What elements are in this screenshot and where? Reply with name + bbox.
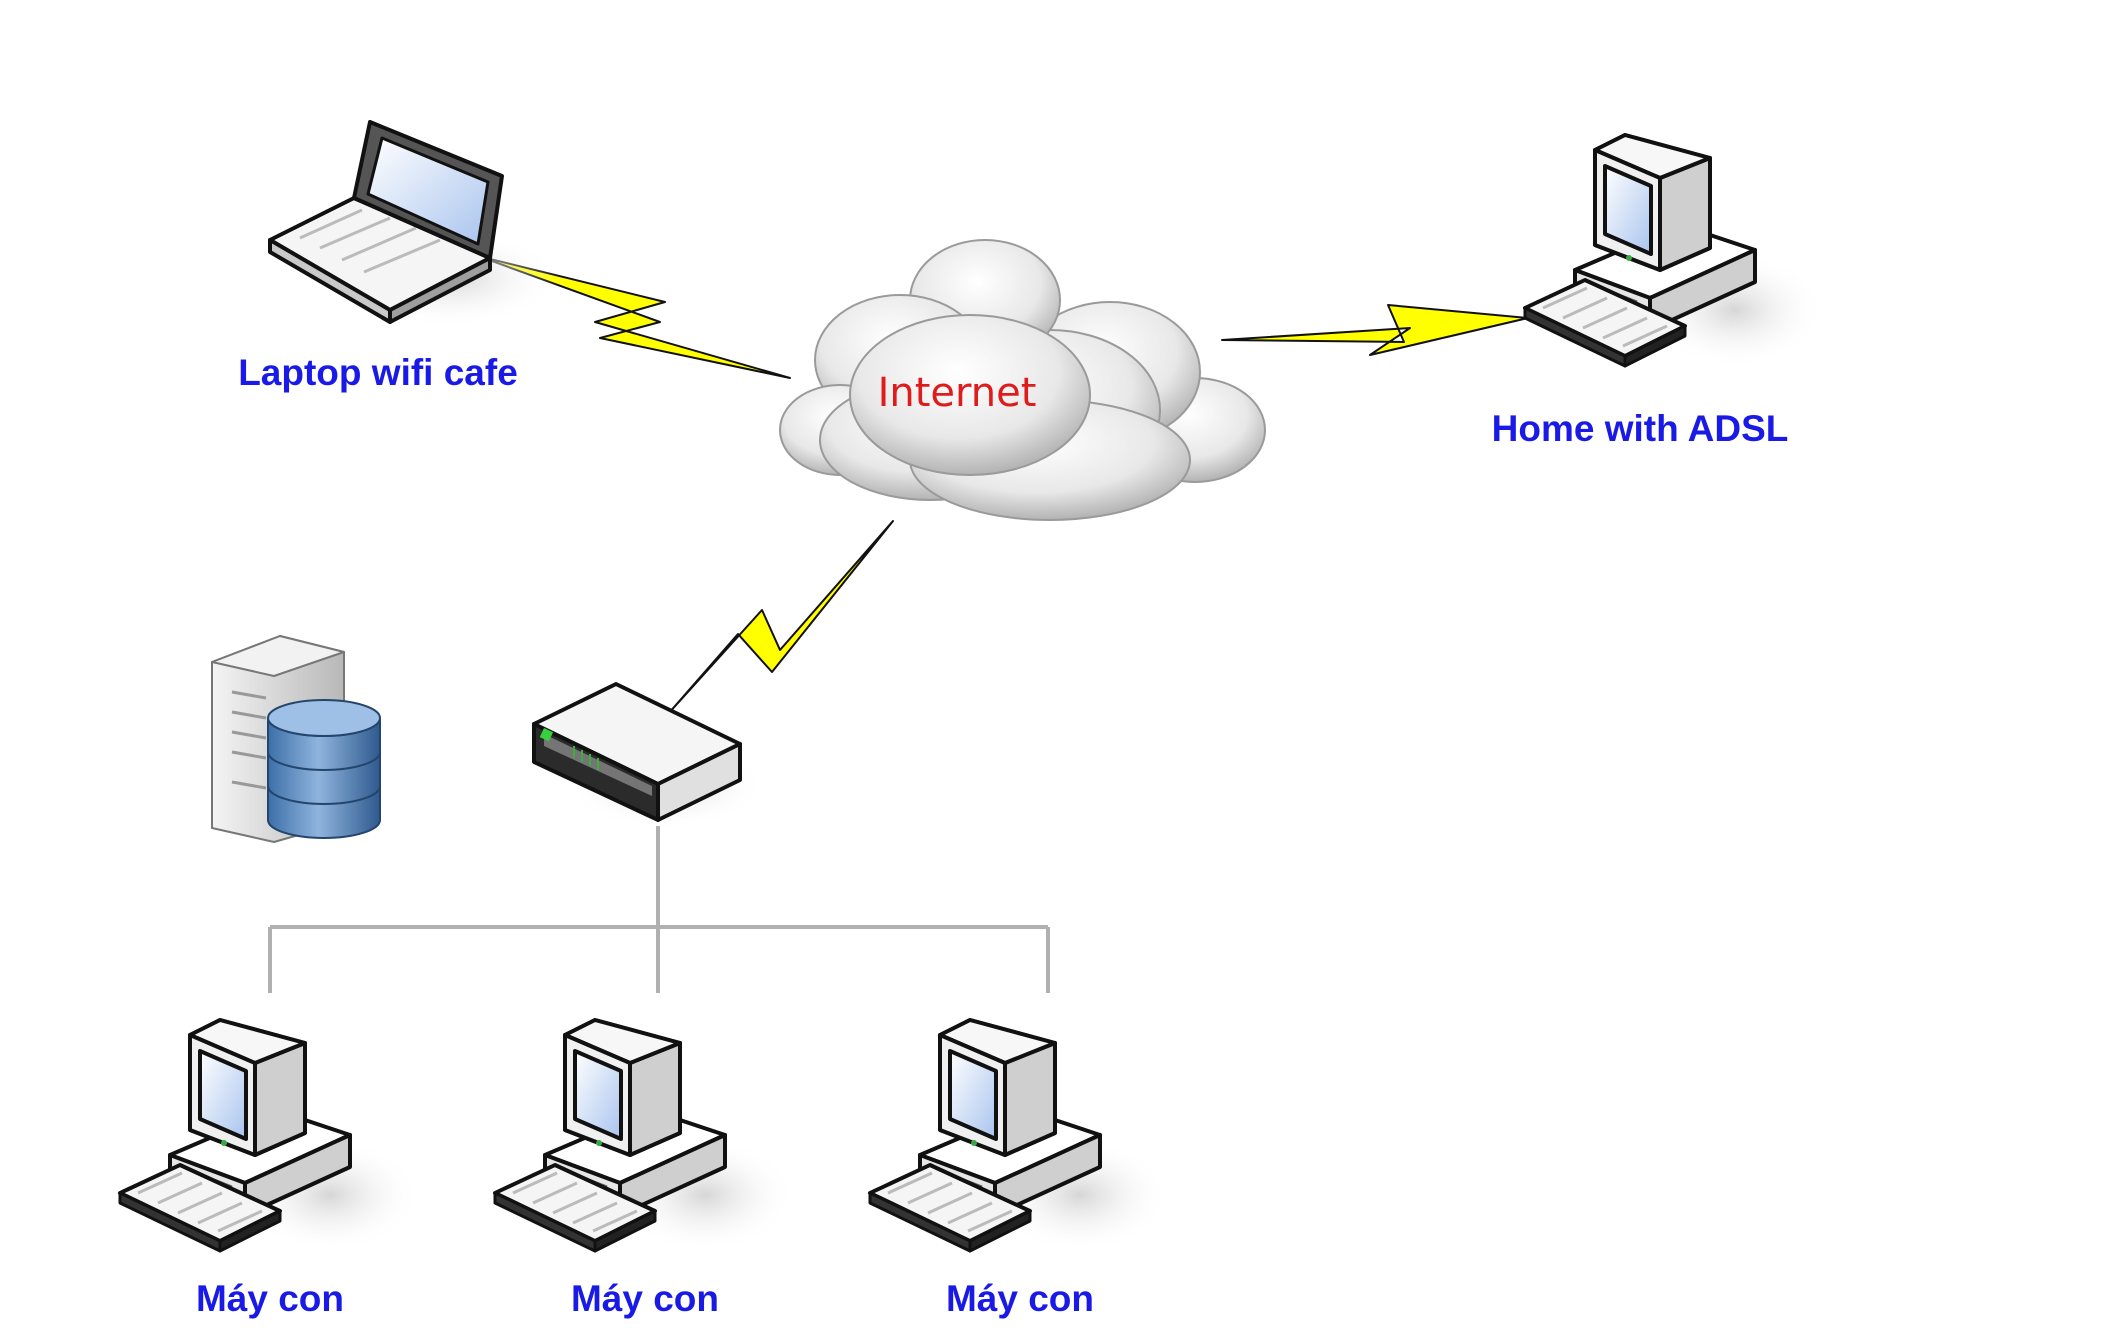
home-computer-icon (1523, 133, 1827, 370)
client-computer-icon-3 (868, 1018, 1172, 1255)
wireless-link-home (1221, 304, 1529, 356)
laptop-icon (268, 120, 560, 328)
client-label-3: Máy con (945, 1278, 1095, 1319)
laptop-label: Laptop wifi cafe (238, 352, 518, 393)
lan-wiring (268, 826, 1050, 993)
client-label-2: Máy con (570, 1278, 720, 1319)
internet-label: Internet (877, 370, 1037, 416)
client-label-1: Máy con (195, 1278, 345, 1319)
server-database-icon (211, 635, 381, 843)
client-computer-icon-2 (493, 1018, 797, 1255)
wireless-link-laptop (477, 255, 791, 379)
internet-cloud (779, 239, 1266, 521)
wireless-link-router (667, 520, 894, 715)
home-label: Home with ADSL (1491, 408, 1789, 449)
router-icon (532, 682, 765, 830)
client-computer-icon-1 (118, 1018, 422, 1255)
